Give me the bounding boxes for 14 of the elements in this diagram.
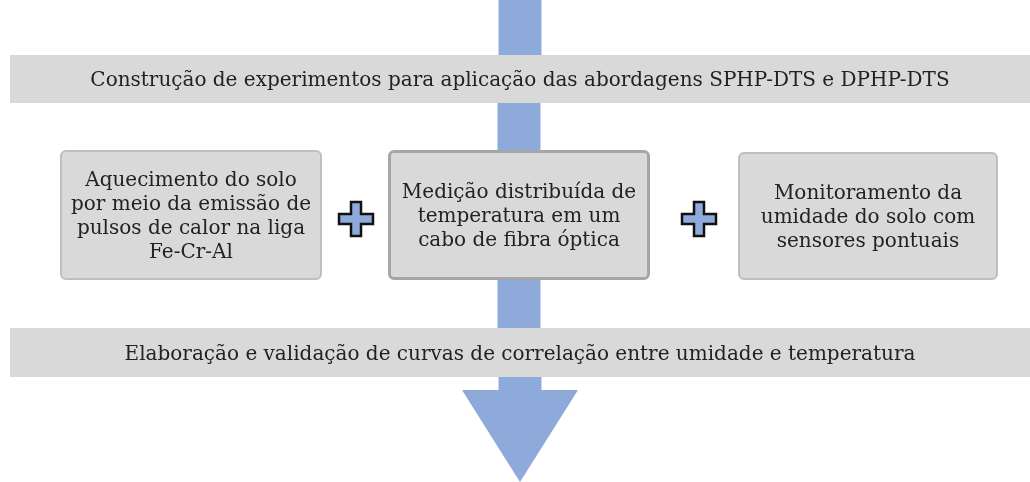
flow-arrow: [498, 0, 542, 55]
step-text: Medição distribuída de temperatura em um cabo de fibra óptica: [400, 179, 638, 251]
flow-arrow: [497, 103, 541, 150]
step-text: Construção de experimentos para aplicação das abordagens SPHP-DTS e DPHP-DTS: [90, 67, 950, 91]
process-box: [60, 150, 322, 280]
flow-arrow: [462, 377, 578, 482]
step-band: [10, 328, 1030, 377]
step-text: Aquecimento do solo por meio da emissão de pulsos de calor na liga Fe-Cr-Al: [70, 167, 312, 263]
process-box: [388, 150, 650, 280]
step-text: Monitoramento da umidade do solo com sensores pontuais: [759, 180, 977, 252]
step-band: [10, 55, 1030, 103]
process-box: [738, 152, 998, 280]
step-text: Elaboração e validação de curvas de correlação entre umidade e temperatura: [124, 340, 916, 365]
flow-arrow: [497, 280, 541, 328]
